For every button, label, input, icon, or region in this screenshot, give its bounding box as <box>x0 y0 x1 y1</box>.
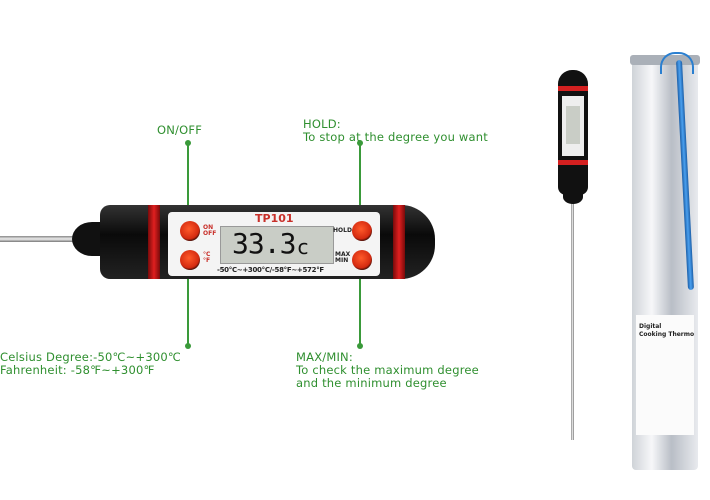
red-ring-left <box>148 205 160 279</box>
small-red-ring <box>558 160 588 165</box>
maxmin-description-2: and the minimum degree <box>296 376 447 390</box>
small-thermometer-tip <box>563 190 583 204</box>
hold-title: HOLD: <box>303 117 341 131</box>
callout-line-hold <box>359 142 361 224</box>
callout-dot <box>185 343 191 349</box>
on-off-button-label: ON OFF <box>203 224 217 237</box>
callout-dot <box>185 140 191 146</box>
red-ring-right <box>393 205 405 279</box>
small-red-ring <box>558 86 588 91</box>
hold-button[interactable] <box>352 221 372 241</box>
callout-dot <box>357 343 363 349</box>
strap-loop <box>660 52 694 74</box>
model-label: TP101 <box>255 212 294 225</box>
small-lcd <box>566 106 580 144</box>
fahrenheit-range-label: Fahrenheit: -58℉~+300℉ <box>0 363 155 377</box>
unit-button-label: °C °F <box>203 251 211 264</box>
on-off-label: ON/OFF <box>157 123 203 137</box>
package-title-1: Digital <box>639 323 662 330</box>
lcd-screen <box>220 226 334 264</box>
callout-dot <box>357 140 363 146</box>
range-label: -50°C~+300°C/-58°F~+572°F <box>217 266 324 274</box>
maxmin-title: MAX/MIN: <box>296 350 353 364</box>
hold-description: To stop at the degree you want <box>303 130 488 144</box>
lcd-readout: 33.3 c <box>232 226 308 260</box>
package-title-2: Cooking Thermo <box>639 331 694 338</box>
probe <box>0 236 80 242</box>
packaging-label: Digital Cooking Thermo <box>636 315 694 435</box>
callout-line-onoff <box>187 142 189 224</box>
callout-line-unit <box>187 268 189 346</box>
lcd-reading: 33.3 <box>232 227 296 260</box>
small-probe <box>571 190 574 440</box>
max-min-button[interactable] <box>352 250 372 270</box>
hold-button-label: HOLD <box>333 227 352 234</box>
callout-line-maxmin <box>359 268 361 346</box>
lcd-unit: c <box>297 235 309 259</box>
on-off-button[interactable] <box>180 221 200 241</box>
celsius-range-label: Celsius Degree:-50℃~+300℃ <box>0 350 181 364</box>
maxmin-description-1: To check the maximum degree <box>296 363 479 377</box>
unit-toggle-button[interactable] <box>180 250 200 270</box>
max-min-button-label: MAX MIN <box>335 251 351 264</box>
